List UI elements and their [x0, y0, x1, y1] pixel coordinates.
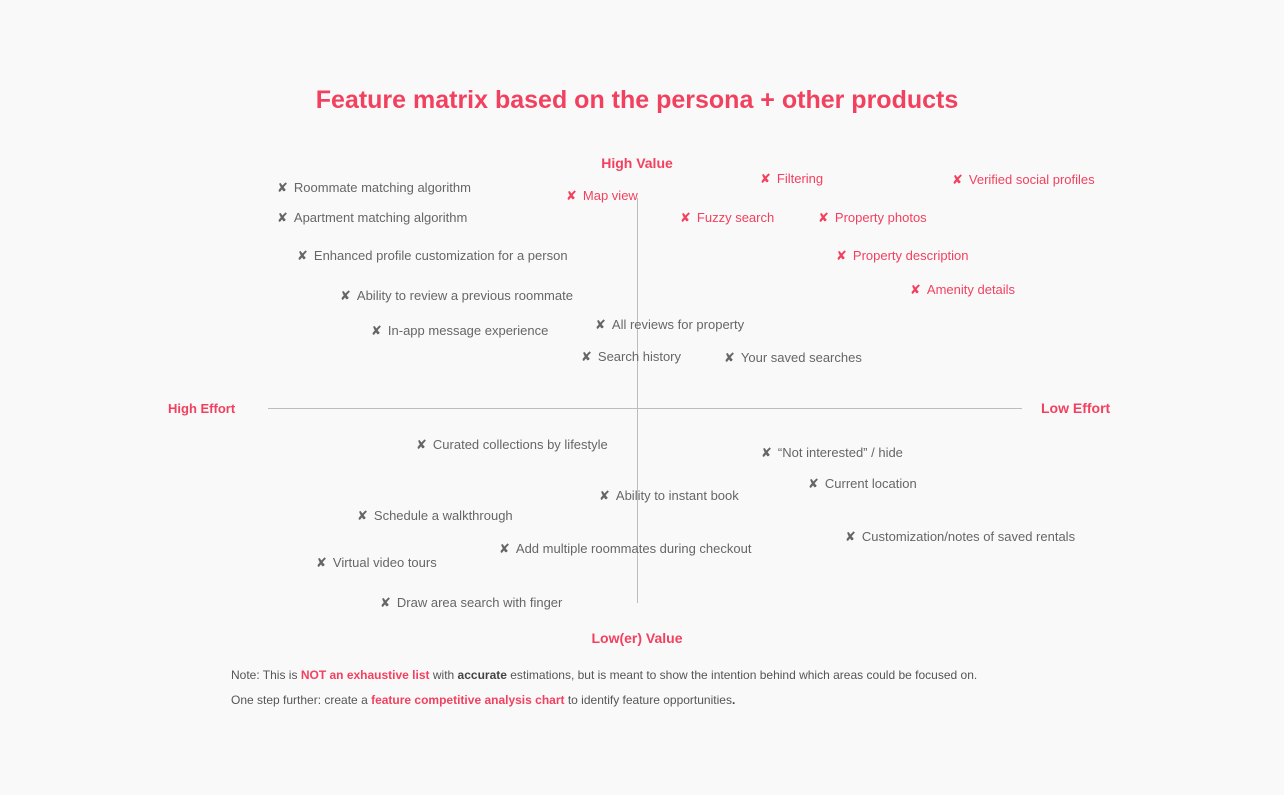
feature-label: “Not interested” / hide [777, 445, 903, 460]
feature-item: ✘ Fuzzy search [680, 210, 774, 226]
feature-item: ✘ Customization/notes of saved rentals [845, 529, 1075, 545]
feature-label: Enhanced profile customization for a per… [313, 248, 568, 263]
cross-mark-icon: ✘ [566, 188, 577, 203]
feature-item: ✘ Property description [836, 248, 969, 264]
note-text: estimations, but is meant to show the in… [506, 668, 978, 682]
feature-item: ✘ Property photos [818, 210, 927, 226]
cross-mark-icon: ✘ [595, 317, 606, 332]
note-highlight: NOT an exhaustive list [300, 668, 430, 682]
feature-label: Virtual video tours [332, 555, 437, 570]
cross-mark-icon: ✘ [761, 445, 772, 460]
feature-label: Your saved searches [740, 350, 862, 365]
cross-mark-icon: ✘ [277, 180, 288, 195]
axis-label-high-effort: High Effort [168, 401, 236, 416]
note-text: One step further: create a [231, 693, 372, 707]
feature-label: All reviews for property [611, 317, 745, 332]
feature-item: ✘ Ability to instant book [599, 488, 739, 504]
feature-label: Ability to review a previous roommate [356, 288, 573, 303]
feature-item: ✘ All reviews for property [595, 317, 744, 333]
feature-item: ✘ Ability to review a previous roommate [340, 288, 573, 304]
feature-item: ✘ Draw area search with finger [380, 595, 562, 611]
feature-item: ✘ “Not interested” / hide [761, 445, 903, 461]
page-title: Feature matrix based on the persona + ot… [315, 86, 959, 114]
feature-item: ✘ Your saved searches [724, 350, 862, 366]
axis-label-low-effort: Low Effort [1041, 400, 1111, 416]
cross-mark-icon: ✘ [952, 172, 963, 187]
cross-mark-icon: ✘ [380, 595, 391, 610]
feature-label: Customization/notes of saved rentals [861, 529, 1076, 544]
feature-label: Property photos [834, 210, 927, 225]
cross-mark-icon: ✘ [910, 282, 921, 297]
cross-mark-icon: ✘ [680, 210, 691, 225]
note-text: Note: This is [231, 668, 301, 682]
axis-label-high-value: High Value [601, 155, 673, 171]
feature-label: Verified social profiles [968, 172, 1095, 187]
feature-label: In-app message experience [387, 323, 549, 338]
feature-item: ✘ Apartment matching algorithm [277, 210, 467, 226]
feature-label: Apartment matching algorithm [293, 210, 468, 225]
feature-item: ✘ Map view [566, 188, 638, 204]
feature-item: ✘ Enhanced profile customization for a pe… [297, 248, 568, 264]
cross-mark-icon: ✘ [724, 350, 735, 365]
feature-item: ✘ Add multiple roommates during checkout [499, 541, 751, 557]
cross-mark-icon: ✘ [297, 248, 308, 263]
feature-item: ✘ In-app message experience [371, 323, 548, 339]
cross-mark-icon: ✘ [316, 555, 327, 570]
feature-item: ✘ Curated collections by lifestyle [416, 437, 608, 453]
feature-item: ✘ Current location [808, 476, 917, 492]
note-line-1: Note: This is NOT an exhaustive list wit… [231, 668, 977, 682]
feature-item: ✘ Search history [581, 349, 681, 365]
cross-mark-icon: ✘ [845, 529, 856, 544]
note-text: to identify feature opportunities [564, 693, 732, 707]
cross-mark-icon: ✘ [808, 476, 819, 491]
feature-label: Add multiple roommates during checkout [515, 541, 752, 556]
feature-label: Ability to instant book [615, 488, 739, 503]
feature-label: Filtering [776, 171, 824, 186]
feature-item: ✘ Amenity details [910, 282, 1015, 298]
note-highlight: feature competitive analysis chart [371, 693, 565, 707]
feature-item: ✘ Schedule a walkthrough [357, 508, 513, 524]
feature-label: Curated collections by lifestyle [432, 437, 608, 452]
feature-label: Current location [824, 476, 917, 491]
feature-item: ✘ Filtering [760, 171, 823, 187]
vertical-axis-line [637, 198, 638, 603]
cross-mark-icon: ✘ [836, 248, 847, 263]
feature-label: Fuzzy search [696, 210, 775, 225]
axis-label-lower-value: Low(er) Value [591, 630, 683, 646]
feature-label: Property description [852, 248, 969, 263]
cross-mark-icon: ✘ [340, 288, 351, 303]
note-line-2: One step further: create a feature compe… [231, 693, 735, 707]
note-emphasis: . [731, 693, 736, 707]
note-emphasis: accurate [457, 668, 507, 682]
feature-item: ✘ Roommate matching algorithm [277, 180, 471, 196]
cross-mark-icon: ✘ [599, 488, 610, 503]
feature-label: Draw area search with finger [396, 595, 563, 610]
feature-label: Amenity details [926, 282, 1016, 297]
cross-mark-icon: ✘ [581, 349, 592, 364]
cross-mark-icon: ✘ [818, 210, 829, 225]
feature-label: Search history [597, 349, 681, 364]
feature-label: Schedule a walkthrough [373, 508, 513, 523]
feature-label: Roommate matching algorithm [293, 180, 471, 195]
note-text: with [429, 668, 458, 682]
feature-label: Map view [582, 188, 638, 203]
cross-mark-icon: ✘ [760, 171, 771, 186]
cross-mark-icon: ✘ [499, 541, 510, 556]
cross-mark-icon: ✘ [416, 437, 427, 452]
cross-mark-icon: ✘ [277, 210, 288, 225]
cross-mark-icon: ✘ [357, 508, 368, 523]
horizontal-axis-line [268, 408, 1022, 409]
cross-mark-icon: ✘ [371, 323, 382, 338]
feature-item: ✘ Verified social profiles [952, 172, 1095, 188]
feature-item: ✘ Virtual video tours [316, 555, 437, 571]
